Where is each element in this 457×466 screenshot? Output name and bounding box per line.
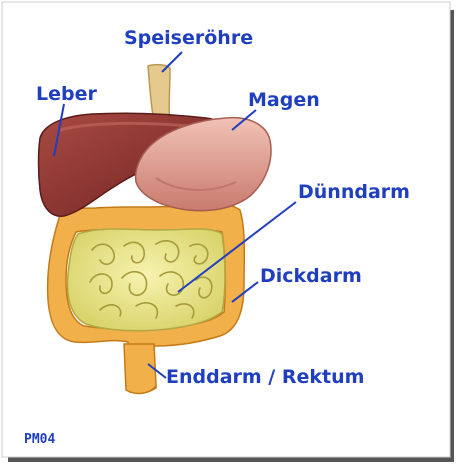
label-liver: Leber — [36, 83, 97, 105]
label-small-intestine: Dünndarm — [298, 181, 410, 203]
label-esophagus: Speiseröhre — [124, 27, 253, 49]
label-stomach: Magen — [248, 89, 320, 111]
author-signature: PM04 — [24, 432, 55, 447]
label-large-intestine: Dickdarm — [260, 265, 362, 287]
label-rectum: Enddarm / Rektum — [166, 366, 364, 388]
rectum-shape — [124, 344, 156, 393]
